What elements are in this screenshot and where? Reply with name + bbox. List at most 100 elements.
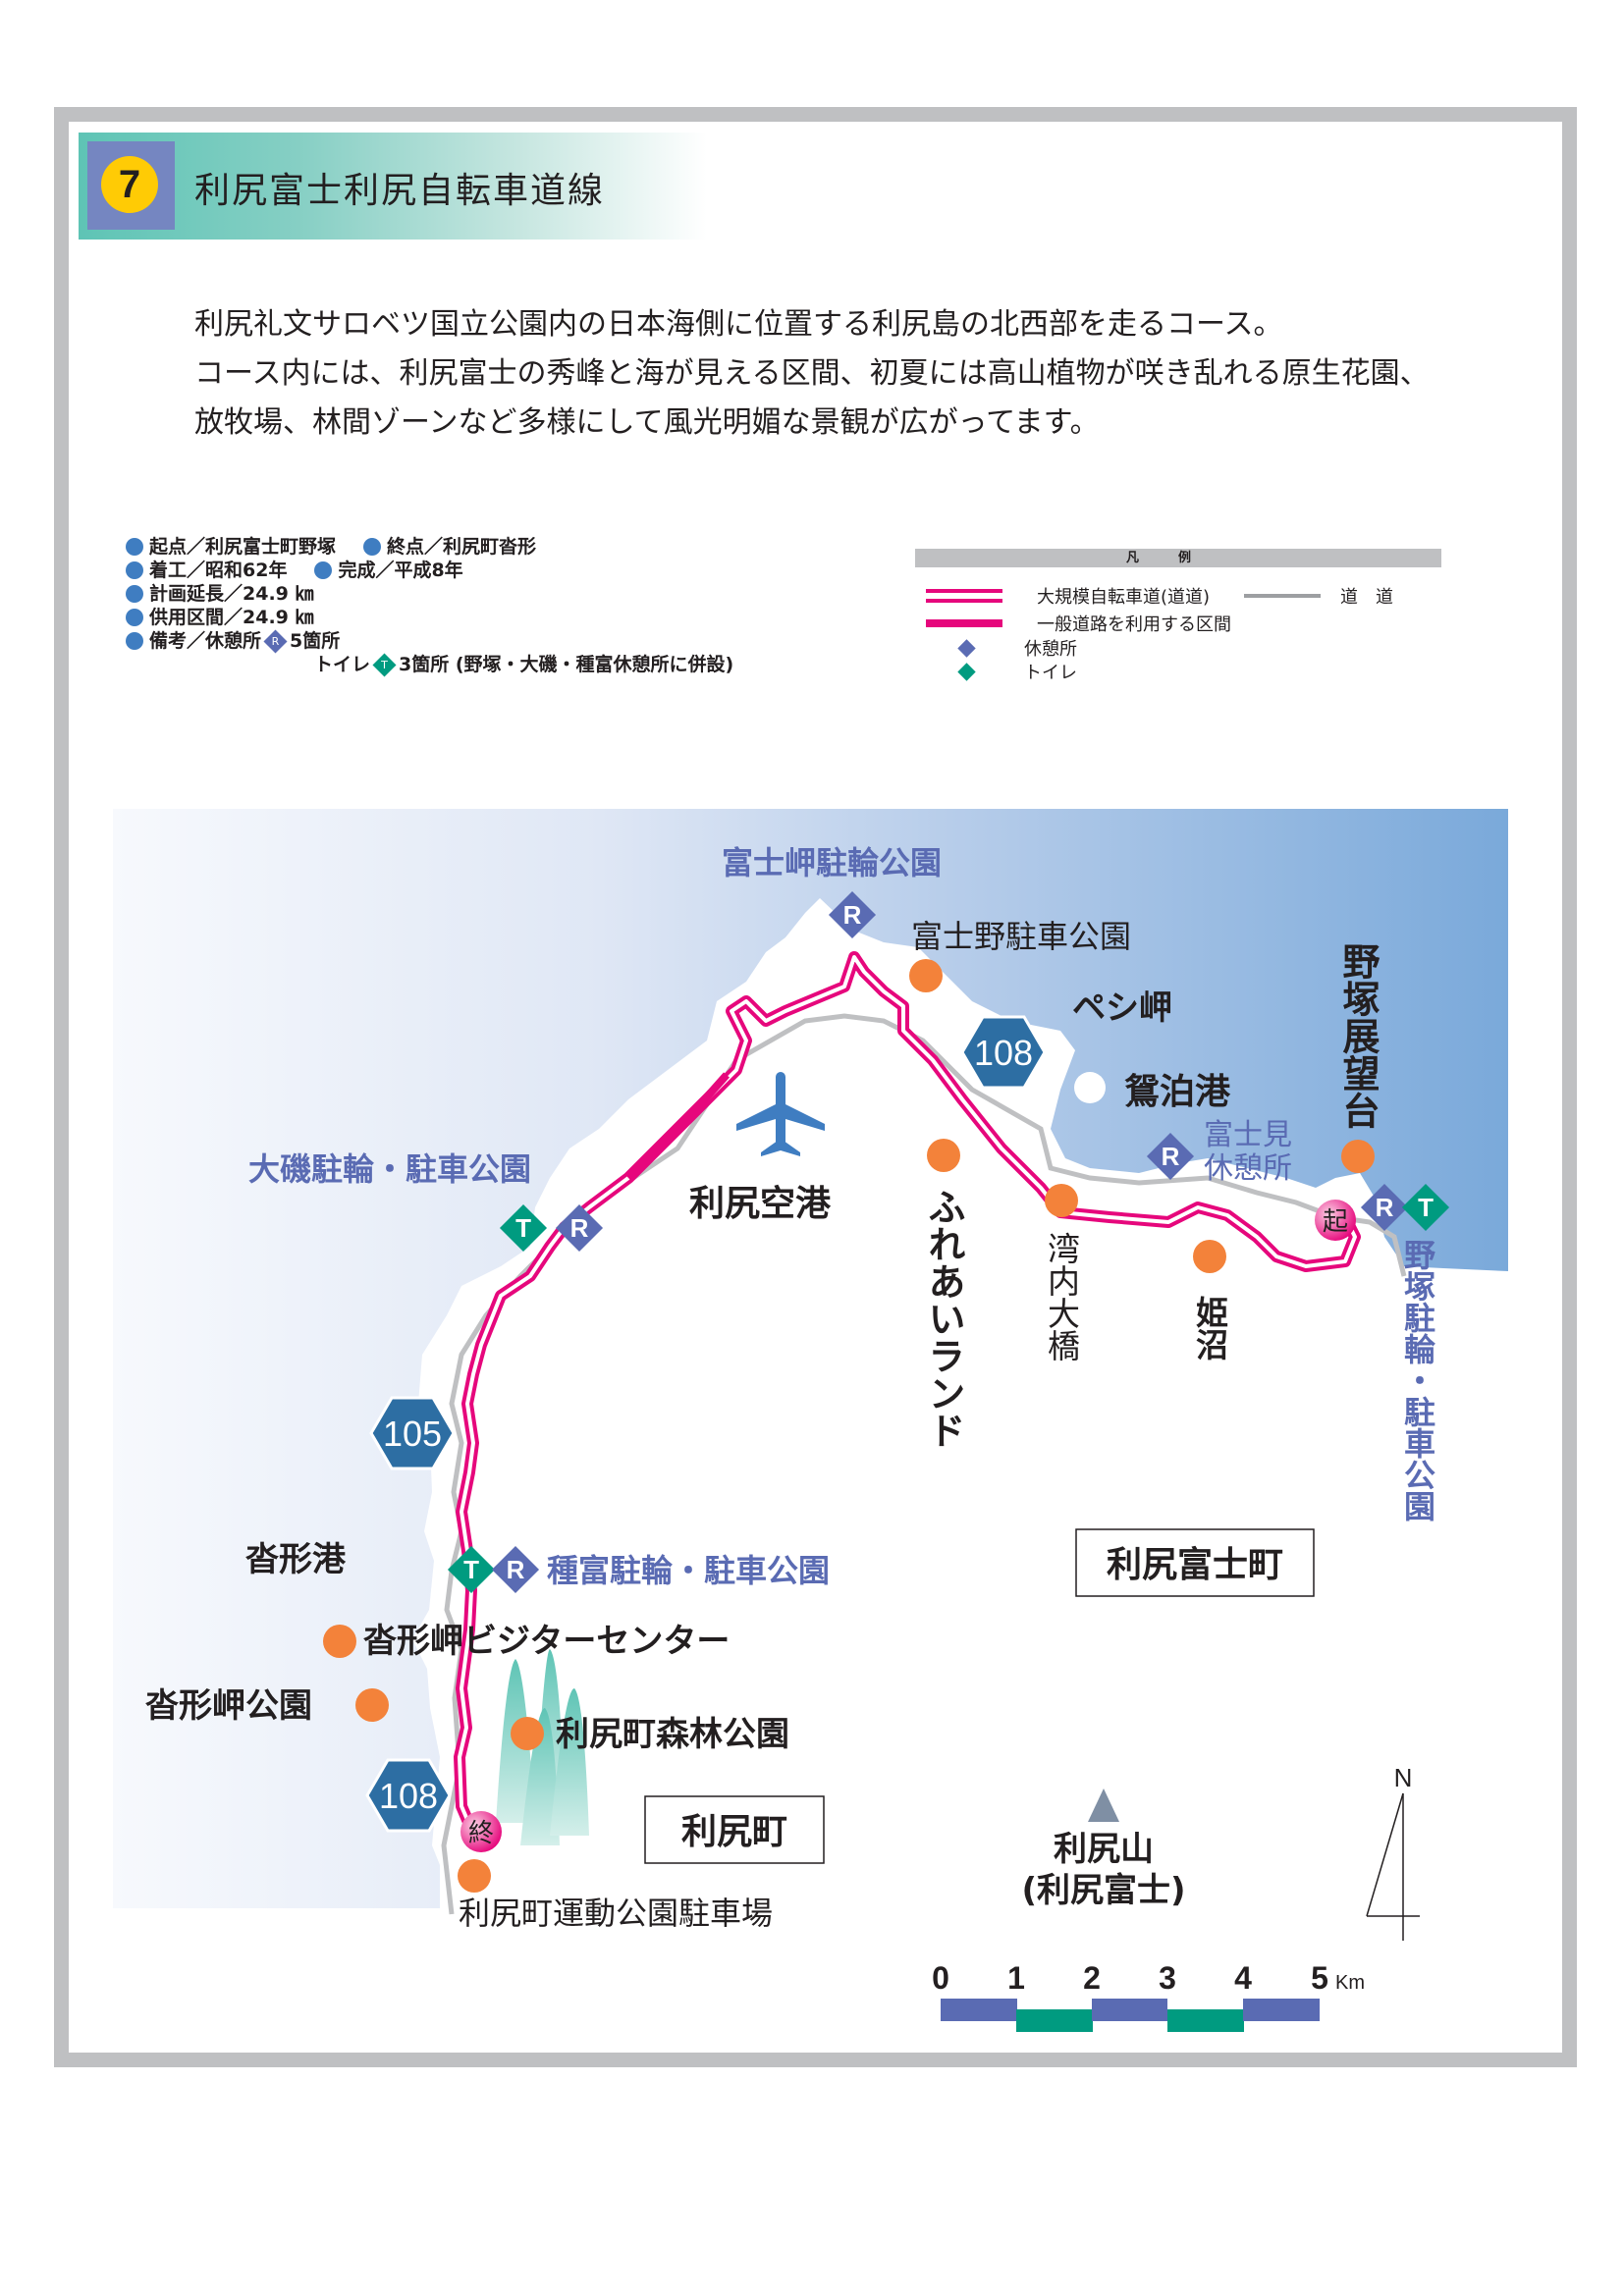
- label-fujimi-rest: 富士見: [1204, 1118, 1292, 1152]
- route-shield-105: 105: [369, 1396, 456, 1470]
- svg-text:T: T: [463, 1555, 479, 1584]
- poi-dot: [458, 1859, 491, 1893]
- general-road-section: [625, 1072, 730, 1181]
- legend-road: 道 道: [1340, 587, 1393, 608]
- legend-title: 凡例: [915, 549, 1441, 567]
- scale-tick: 0: [932, 1960, 949, 1996]
- end-marker: 終: [460, 1811, 502, 1852]
- town-box-rishiri: [644, 1795, 825, 1864]
- legend-toilet: トイレ: [1024, 663, 1077, 683]
- label-tanedomi-park: 種富駐輪・駐車公園: [547, 1552, 830, 1589]
- scale-tick: 4: [1234, 1960, 1252, 1996]
- svg-text:起: 起: [1323, 1207, 1348, 1237]
- label-nozuka-park: 野塚駐輪・駐車公園: [1399, 1239, 1436, 1522]
- svg-text:108: 108: [379, 1776, 438, 1816]
- spec-remarks: 備考／休憩所: [149, 630, 262, 652]
- route-header: 7 利尻富士利尻自転車道線: [79, 133, 707, 240]
- poi-dot: [511, 1717, 544, 1750]
- label-wannai-bridge: 湾内大橋: [1043, 1232, 1081, 1362]
- route-number-badge: 7: [101, 156, 158, 213]
- general-road-swatch: [926, 619, 1002, 627]
- bullet-icon: [126, 585, 143, 603]
- spec-open-section: 供用区間／24.9 ㎞: [149, 607, 314, 628]
- route-specs: 起点／利尻富士町野塚 終点／利尻町沓形 着工／昭和62年 完成／平成8年 計画延…: [126, 535, 734, 677]
- svg-text:R: R: [1376, 1193, 1394, 1222]
- svg-text:R: R: [843, 900, 862, 930]
- scale-unit: Km: [1335, 1972, 1365, 1994]
- label-oshidomari-port: 鴛泊港: [1124, 1072, 1231, 1112]
- spec-start: 起点／利尻富士町野塚: [149, 536, 337, 558]
- spec-toilet-label: トイレ: [314, 654, 371, 675]
- spec-planned-length: 計画延長／24.9 ㎞: [149, 583, 314, 605]
- road-swatch: [1244, 594, 1321, 598]
- spec-end: 終点／利尻町沓形: [387, 536, 537, 558]
- label-fureai-land: ふれあいランド: [922, 1188, 965, 1449]
- intro-text: 利尻礼文サロベツ国立公園内の日本海側に位置する利尻島の北西部を走るコース。 コー…: [194, 300, 1430, 448]
- label-airport: 利尻空港: [689, 1184, 832, 1224]
- bullet-icon: [314, 561, 333, 579]
- bullet-icon: [363, 538, 382, 556]
- poi-dot: [355, 1688, 389, 1722]
- scale-bar: [941, 1999, 1320, 2032]
- svg-text:R: R: [570, 1213, 589, 1243]
- poi-dot: [1193, 1240, 1226, 1273]
- legend-cycling-road: 大規模自転車道(道道): [1037, 587, 1211, 608]
- airport-icon: [736, 1072, 825, 1156]
- cycling-route: [454, 951, 1361, 1837]
- label-himenuma: 姫沼: [1191, 1296, 1229, 1361]
- label-visitor-center: 沓形岬ビジターセンター: [363, 1622, 730, 1661]
- bullet-icon: [126, 561, 143, 579]
- poi-dot: [909, 959, 943, 992]
- label-mountain-alt: (利尻富士): [1021, 1871, 1185, 1910]
- label-kutsugata-port: 沓形港: [245, 1540, 347, 1579]
- scale-tick: 3: [1159, 1960, 1176, 1996]
- town-box-rishirifuji: [1075, 1528, 1315, 1597]
- poi-dot: [1341, 1140, 1375, 1173]
- label-peshi-misaki: ペシ岬: [1072, 988, 1172, 1028]
- legend-general-road: 一般道路を利用する区間: [1037, 614, 1231, 635]
- svg-text:108: 108: [974, 1033, 1033, 1073]
- poi-dot: [1045, 1184, 1078, 1217]
- map-legend: 凡例 大規模自転車道(道道) 道 道 一般道路を利用する区間 休憩所 トイレ: [915, 549, 1441, 683]
- label-fujino-park: 富士野駐車公園: [911, 918, 1131, 955]
- poi-dot: [927, 1139, 960, 1172]
- poi-markers: [323, 959, 1375, 1893]
- legend-rest-area: 休憩所: [1024, 639, 1077, 660]
- compass-north: N: [1394, 1763, 1413, 1792]
- scale-tick: 2: [1083, 1960, 1101, 1996]
- svg-text:T: T: [1418, 1193, 1434, 1222]
- north-arrow: [1366, 1792, 1420, 1941]
- route-shield-108-north: 108: [960, 1015, 1047, 1090]
- intro-line: 放牧場、林間ゾーンなど多様にして風光明媚な景観が広がってます。: [194, 405, 1100, 440]
- page-title: 利尻富士利尻自転車道線: [194, 171, 606, 211]
- svg-text:105: 105: [383, 1414, 442, 1454]
- scale-tick: 1: [1007, 1960, 1025, 1996]
- svg-text:T: T: [515, 1213, 531, 1243]
- label-oiso-park: 大磯駐輪・駐車公園: [248, 1150, 531, 1188]
- poi-dot: [323, 1625, 356, 1658]
- label-kutsugata-cape-park: 沓形岬公園: [145, 1686, 312, 1726]
- scale-tick: 5: [1311, 1960, 1328, 1996]
- route-shield-108-south: 108: [365, 1758, 452, 1833]
- bullet-icon: [126, 538, 143, 556]
- island-land: [412, 898, 1508, 1924]
- label-sports-park: 利尻町運動公園駐車場: [459, 1895, 773, 1932]
- mountain-icon: [1088, 1789, 1119, 1822]
- svg-text:R: R: [507, 1555, 525, 1584]
- label-forest-park: 利尻町森林公園: [556, 1715, 789, 1754]
- spec-toilet-count: 3箇所 (野塚・大磯・種富休憩所に併設): [399, 654, 734, 675]
- label-fujimisaki-park: 富士岬駐輪公園: [722, 844, 942, 881]
- spec-construction: 着工／昭和62年: [149, 560, 288, 581]
- route-number-box: 7: [87, 141, 175, 230]
- svg-text:終: 終: [468, 1819, 494, 1848]
- cycling-road-swatch: [926, 589, 1002, 603]
- spec-completion: 完成／平成8年: [338, 560, 463, 581]
- intro-line: 利尻礼文サロベツ国立公園内の日本海側に位置する利尻島の北西部を走るコース。: [194, 307, 1283, 342]
- spec-rest-count: 5箇所: [290, 630, 341, 652]
- start-marker: 起: [1315, 1200, 1356, 1241]
- rest-area-icon: R: [828, 890, 877, 939]
- bullet-icon: [126, 632, 143, 650]
- bullet-icon: [126, 609, 143, 626]
- town-label-rishirifuji: 利尻富士町: [1107, 1544, 1283, 1585]
